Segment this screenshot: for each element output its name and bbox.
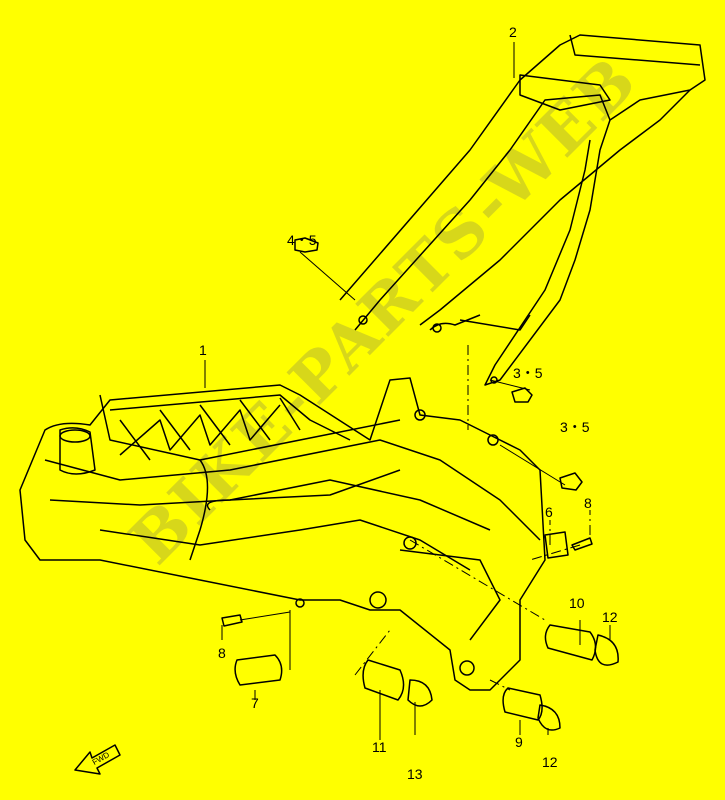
leader-lines — [204, 42, 611, 740]
callout-1: 1 — [199, 342, 207, 358]
small-parts — [221, 237, 619, 731]
callout-4-5: 4・5 — [287, 232, 317, 248]
callout-9: 9 — [515, 734, 523, 750]
callout-6: 6 — [545, 504, 553, 520]
callout-8-right: 8 — [584, 495, 592, 511]
rear-subframe — [339, 34, 706, 386]
callout-3-5-lower: 3・5 — [560, 419, 590, 435]
callout-12-lower: 12 — [542, 754, 558, 770]
callout-13: 13 — [407, 766, 423, 782]
callout-7: 7 — [251, 695, 259, 711]
callout-10: 10 — [569, 595, 585, 611]
callout-2: 2 — [509, 24, 517, 40]
callout-12-upper: 12 — [602, 609, 618, 625]
callout-11: 11 — [372, 739, 387, 755]
callout-3-5-upper: 3・5 — [513, 365, 543, 381]
fwd-arrow-icon — [74, 744, 121, 775]
main-frame — [19, 377, 546, 691]
callout-8-left: 8 — [218, 645, 226, 661]
